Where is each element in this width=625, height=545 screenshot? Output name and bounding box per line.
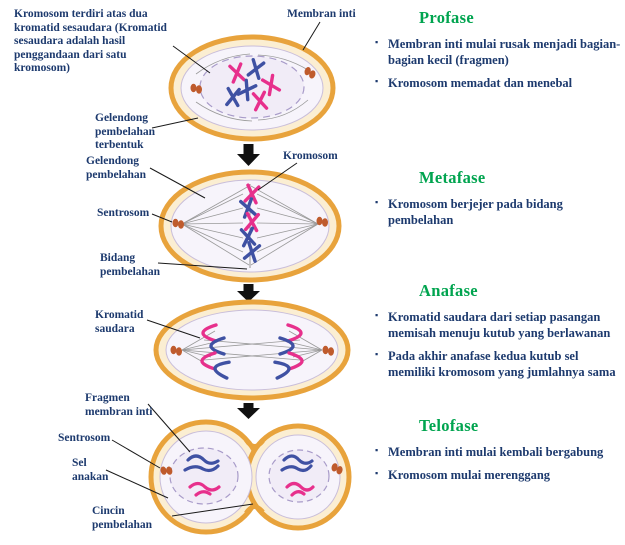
metafase-cell-illustration: [158, 169, 342, 283]
phase-title-profase: Profase: [419, 8, 474, 27]
telofase-cell-illustration: [148, 419, 352, 535]
connector-kromosom: [257, 162, 298, 191]
phase-telofase: Telofase Membran inti mulai kembali berg…: [375, 416, 623, 490]
label-connector-lines: [105, 21, 321, 517]
label-sentrosom-telofase: Sentrosom: [58, 432, 111, 444]
connector-gelendong-pembelahan: [149, 167, 206, 199]
spindle-fiber: [195, 53, 251, 75]
chromosomes-blue: [183, 454, 314, 473]
cytoplasm: [165, 309, 339, 391]
bullet-item: Pada akhir anafase kedua kutub sel memil…: [375, 348, 623, 380]
phase-bullets: Kromosom berjejer pada bidang pembelahan: [375, 196, 623, 228]
bullet-item: Kromatid saudara dari setiap pasangan me…: [375, 309, 623, 341]
reforming-nuclear-envelope-left: [169, 447, 239, 505]
connector-kromatid-saudara: [146, 319, 201, 339]
phase-title-telofase: Telofase: [419, 416, 479, 435]
bullet-item: Membran inti mulai kembali bergabung: [375, 444, 623, 460]
label-membran-inti: Membran inti: [287, 8, 356, 20]
spindle-fibers: [181, 185, 319, 266]
connector-note: [172, 45, 211, 74]
label-sel-anakan: Sel anakan: [72, 457, 109, 483]
reforming-nuclear-envelope-right: [268, 449, 330, 503]
bullet-item: Kromosom memadat dan menebal: [375, 75, 623, 91]
spindle-fiber: [195, 101, 253, 122]
arrow-down-3: [237, 403, 260, 419]
arrow-down-1: [237, 144, 260, 166]
phase-title-anafase: Anafase: [419, 281, 478, 300]
connector-bidang-pembelahan: [157, 262, 248, 270]
spindle-fiber: [257, 99, 309, 121]
bullet-item: Membran inti mulai rusak menjadi bagian-…: [375, 36, 623, 68]
connector-membran-inti: [302, 21, 321, 51]
connector-sentrosom-metafase: [151, 213, 173, 223]
arrow-down-2: [237, 284, 260, 302]
cleavage-furrow-bottom: [244, 504, 265, 515]
phase-bullets: Kromatid saudara dari setiap pasangan me…: [375, 309, 623, 380]
label-cincin-pembelahan: Cincin pembelahan: [92, 505, 153, 531]
phase-title-metafase: Metafase: [419, 168, 486, 187]
cleavage-furrow-top: [244, 438, 265, 449]
phase-anafase: Anafase Kromatid saudara dari setiap pas…: [375, 281, 623, 387]
bullet-item: Kromosom mulai merenggang: [375, 467, 623, 483]
spindle-fiber: [257, 54, 309, 71]
label-kromatid-saudara: Kromatid saudara: [95, 309, 144, 335]
anafase-cell-illustration: [153, 299, 351, 401]
connector-gelendong-terbentuk: [151, 117, 199, 129]
phase-bullets: Membran inti mulai rusak menjadi bagian-…: [375, 36, 623, 91]
phase-metafase: Metafase Kromosom berjejer pada bidang p…: [375, 168, 623, 235]
chromosomes-pink: [188, 481, 315, 497]
connector-fragmen-membran-inti: [147, 403, 191, 453]
profase-cell-illustration: [168, 34, 336, 142]
label-kromosom: Kromosom: [283, 150, 338, 162]
connector-sel-anakan: [105, 469, 169, 499]
phase-bullets: Membran inti mulai kembali bergabung Kro…: [375, 444, 623, 483]
connector-sentrosom-telofase: [111, 439, 161, 469]
label-sentrosom-metafase: Sentrosom: [97, 207, 150, 219]
label-gelendong-terbentuk: Gelendong pembelahan terbentuk: [95, 112, 156, 152]
bullet-item: Kromosom berjejer pada bidang pembelahan: [375, 196, 623, 228]
label-fragmen-membran-inti: Fragmen membran inti: [85, 392, 153, 418]
label-gelendong-pembelahan: Gelendong pembelahan: [86, 155, 147, 181]
note-kromatid: Kromosom terdiri atas dua kromatid sesau…: [14, 8, 167, 75]
phase-profase: Profase Membran inti mulai rusak menjadi…: [375, 8, 623, 98]
label-bidang-pembelahan: Bidang pembelahan: [100, 252, 161, 278]
connector-cincin-pembelahan: [171, 503, 254, 517]
